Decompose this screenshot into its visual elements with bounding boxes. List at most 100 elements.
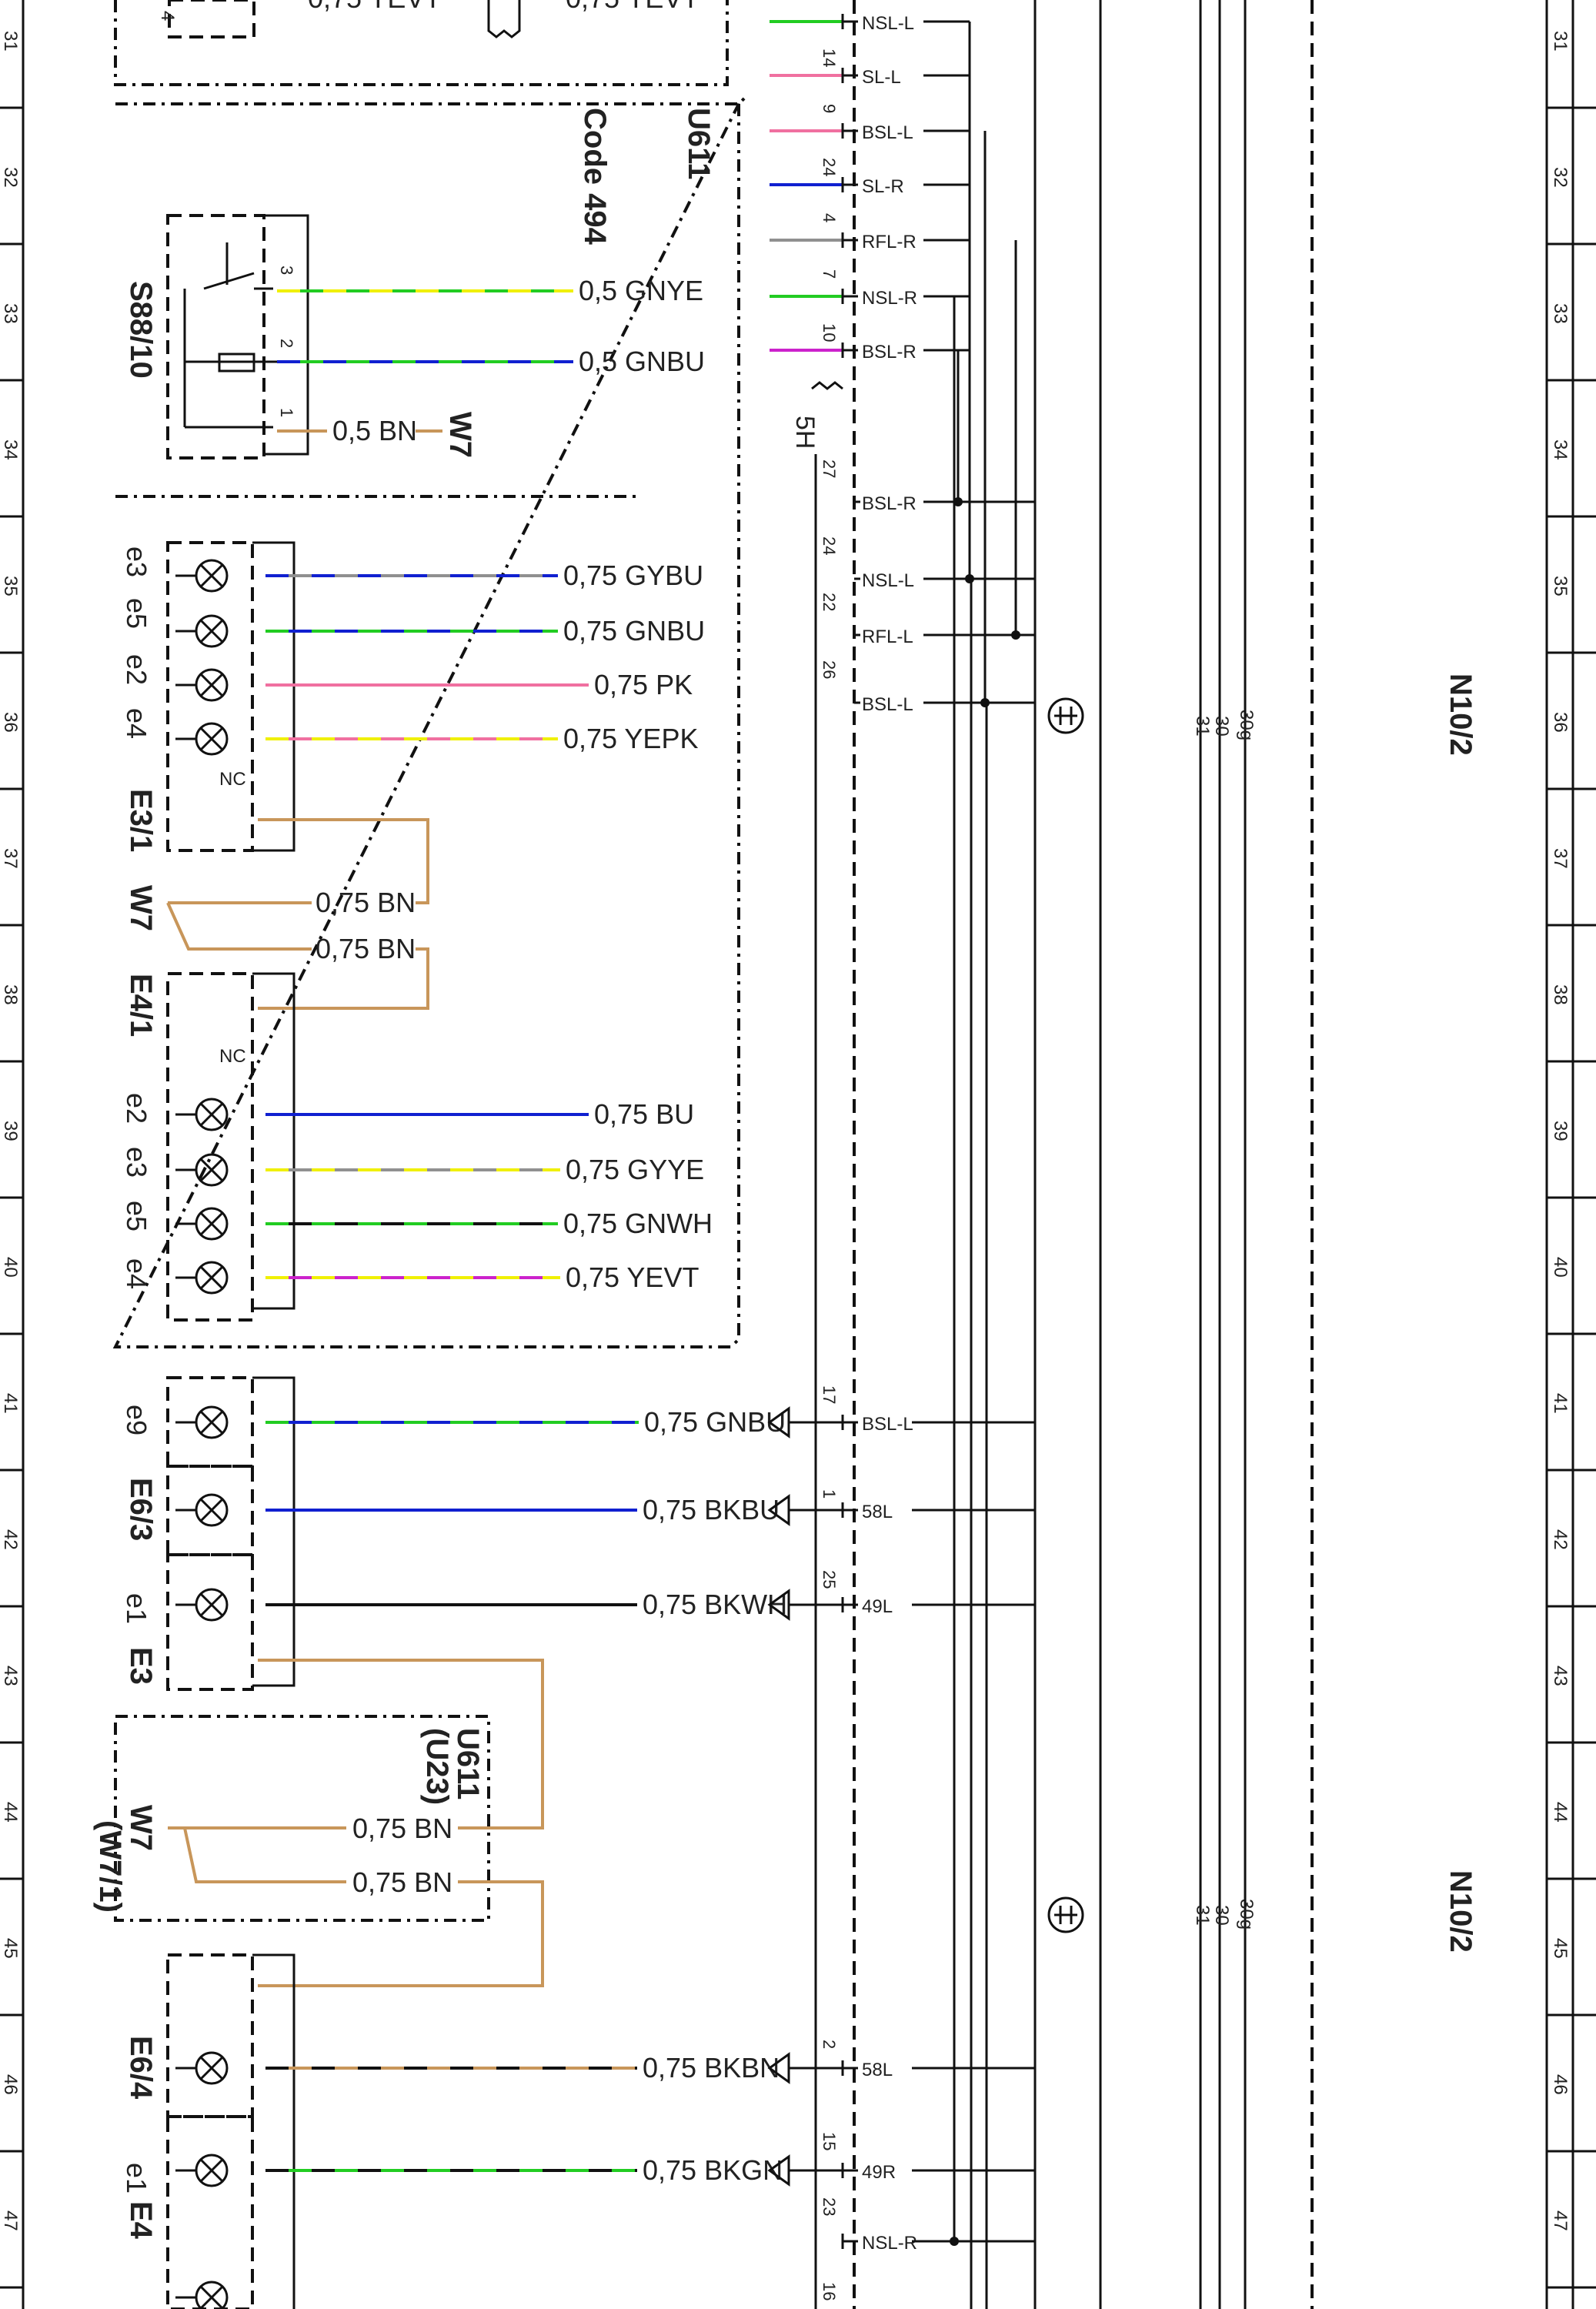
upper-pin-mark [841,68,858,83]
s88-wires: 0,5 GNYE 0,5 GNBU 0,5 BN W7 [277,275,705,458]
lamp-cross [199,2285,224,2309]
wire-label-s88-3: 0,5 GNYE [579,275,703,306]
wire-label-s88-1: 0,5 BN [332,415,417,446]
u611-u23-label: U611 [451,1728,485,1799]
5h-pin-number: 26 [820,660,839,679]
e3-label: E3 [124,1647,158,1685]
lower-pin-number: 23 [820,2197,839,2216]
upper-signal-label: NSL-L [862,13,914,34]
lamp-icon [175,2051,229,2085]
module-u611-u23: U611 (U23) W7 (W7/1) 0,75 BN 0,75 BN [93,1659,544,1987]
5h-signal-label: NSL-L [862,570,914,591]
n10-2-label-a: N10/2 [1444,673,1477,756]
lower-pin-mark [841,1415,858,1430]
wire-label-w7c-1: 0,75 BN [352,1813,452,1844]
e6-3-label: E6/3 [124,1478,158,1541]
lower-pin-mark [841,1502,858,1518]
lamp-cross [199,563,224,588]
lower-signal-label: 49R [862,2162,896,2183]
lamp-icon [175,668,229,702]
e3-1-lamp-e4: e4 [121,708,152,739]
bus-30-b: 30 [1211,1905,1232,1926]
bus-30g-a: 30g [1236,710,1257,740]
lower-arrow-icon [767,2154,843,2187]
upper-pin-number: 4 [820,213,839,222]
5h-signal-label: BSL-L [862,694,913,715]
lamp-cross [199,2056,224,2080]
lower-pin-number: 2 [820,2040,839,2049]
junction-dot [950,2237,959,2246]
splice-w7-middle: W7 0,75 BN 0,75 BN [124,818,429,1010]
lower-pin-mark [841,2163,858,2178]
u611-u23-sub: (U23) [420,1728,454,1805]
upper-pin-mark [841,289,858,304]
lamp-icon [175,614,229,648]
row-number-left: 37 [0,848,21,869]
row-number-right: 34 [1550,439,1571,460]
row-number-left: 46 [0,2074,21,2095]
row-number-left: 33 [0,303,21,324]
e4-1-lamp-e3: e3 [121,1147,152,1178]
lamp-cross [199,619,224,643]
row-number-left: 40 [0,1257,21,1278]
lamp-cross [199,1410,224,1435]
module-u611-code494: U611 Code 494 [112,95,748,1348]
lower-pin-number: 17 [820,1385,839,1404]
e3-1-lamp-labels: e3 [121,546,152,577]
lower-pin-mark [841,2060,858,2076]
row-number-left: 42 [0,1529,21,1550]
5h-pin-number: 22 [820,593,839,611]
lower-pin-number: 15 [820,2132,839,2150]
upper-pin-mark [841,232,858,248]
lamp-cross [199,673,224,697]
lamp-icon [175,1261,229,1295]
e6-3-lamp-e9: e9 [121,1405,152,1435]
upper-pin-mark [841,14,858,29]
5h-signal-label: BSL-R [862,493,917,514]
lamp-icon [175,1098,229,1131]
e6-3-lamp-e1: e1 [121,1593,152,1624]
svg-text:4: 4 [157,11,178,21]
row-number-right: 42 [1550,1529,1571,1550]
bus-31-b: 31 [1192,1905,1213,1926]
lamp-cross [199,1265,224,1290]
wire-label-w7a-1: 0,75 BN [316,887,416,918]
row-number-left: 43 [0,1666,21,1686]
lamp-unit-e3-1: e3 e5 e2 e4 E3/1 NC [121,541,295,852]
lamp-cross [199,727,224,751]
junction-dot [980,698,990,707]
lamp-cross [199,1102,224,1127]
upper-signal-label: NSL-R [862,288,917,309]
e4-1-lamp-e5: e5 [121,1201,152,1231]
row-number-left: 45 [0,1938,21,1959]
row-number-right: 46 [1550,2074,1571,2095]
wire-label-top-cut-b: 0,75 YEVT [566,0,699,14]
lower-signal-label: 58L [862,2060,893,2080]
lower-signal-label: NSL-R [862,2233,917,2254]
upper-pin-mark [841,123,858,139]
lamp-icon [175,1493,229,1527]
row-number-right: 43 [1550,1666,1571,1686]
wire-e64-2-label: 0,75 BKBN [643,2052,780,2083]
upper-pin-mark [841,177,858,192]
wire-e31-3-label: 0,75 GYBU [563,560,703,591]
lamp-unit-e4-1: E4/1 NC e2 e3 e5 e4 [121,972,295,1322]
row-number-right: 37 [1550,848,1571,869]
signal-trunk-lines [950,22,1020,2309]
row-number-left: 32 [0,167,21,188]
connector-upper: NSL-LSL-LBSL-LSL-RRFL-RNSL-RBSL-R1492447… [770,13,970,363]
module-u611-label: U611 [682,108,716,179]
row-number-left: 44 [0,1802,21,1823]
w7-1-sub: (W7/1) [93,1820,127,1913]
row-number-right: 40 [1550,1257,1571,1278]
e6-4-lamp-e1: e1 [121,2163,152,2194]
upper-pin-number: 14 [820,48,839,67]
lower-pin-mark [841,1597,858,1612]
row-number-left: 47 [0,2210,21,2231]
lower-pin-mark [841,2234,858,2249]
lamp-cross [199,2158,224,2183]
lamp-cross [199,1211,224,1236]
